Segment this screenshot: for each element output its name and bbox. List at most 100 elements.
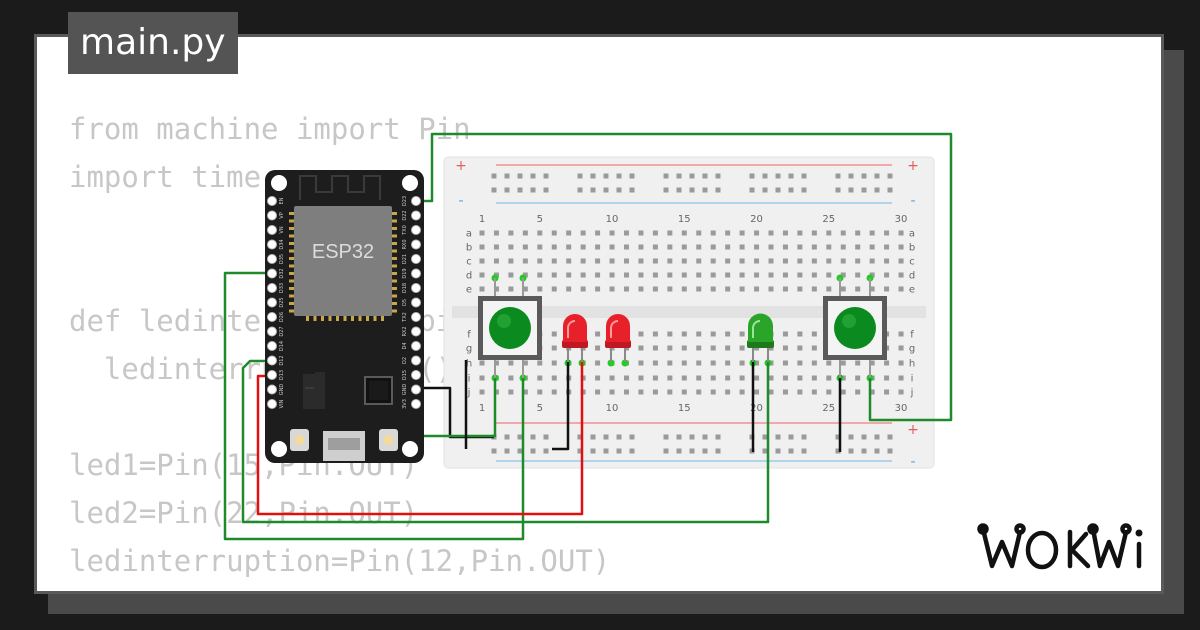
breadboard-hole[interactable] (551, 360, 557, 366)
rail-hole[interactable] (491, 187, 497, 193)
rail-hole[interactable] (663, 434, 669, 440)
breadboard-hole[interactable] (855, 389, 861, 395)
breadboard-hole[interactable] (551, 331, 557, 337)
breadboard-hole[interactable] (739, 345, 745, 351)
esp32-pin[interactable] (267, 297, 277, 308)
rail-hole[interactable] (715, 434, 721, 440)
rail-hole[interactable] (801, 448, 807, 454)
rail-hole[interactable] (887, 434, 893, 440)
breadboard-hole[interactable] (580, 258, 586, 264)
breadboard-hole[interactable] (840, 389, 846, 395)
breadboard-hole[interactable] (493, 244, 499, 250)
breadboard-hole[interactable] (840, 258, 846, 264)
breadboard-hole[interactable] (667, 272, 673, 278)
breadboard-hole[interactable] (609, 389, 615, 395)
button-cap[interactable] (834, 307, 876, 349)
rail-hole[interactable] (491, 173, 497, 179)
breadboard-hole[interactable] (710, 286, 716, 292)
breadboard-hole[interactable] (811, 286, 817, 292)
rail-hole[interactable] (887, 173, 893, 179)
breadboard-hole[interactable] (840, 286, 846, 292)
breadboard-hole[interactable] (710, 375, 716, 381)
breadboard-hole[interactable] (667, 230, 673, 236)
breadboard-hole[interactable] (710, 389, 716, 395)
rail-hole[interactable] (590, 448, 596, 454)
rail-hole[interactable] (530, 434, 536, 440)
breadboard-hole[interactable] (566, 230, 572, 236)
breadboard-hole[interactable] (725, 258, 731, 264)
breadboard-hole[interactable] (595, 345, 601, 351)
breadboard-hole[interactable] (652, 375, 658, 381)
rail-hole[interactable] (603, 173, 609, 179)
breadboard-hole[interactable] (855, 244, 861, 250)
rail-hole[interactable] (616, 187, 622, 193)
breadboard-hole[interactable] (537, 360, 543, 366)
rail-hole[interactable] (530, 173, 536, 179)
rail-hole[interactable] (689, 187, 695, 193)
breadboard-hole[interactable] (797, 389, 803, 395)
breadboard-hole[interactable] (681, 258, 687, 264)
breadboard-hole[interactable] (855, 360, 861, 366)
breadboard-hole[interactable] (681, 375, 687, 381)
rail-hole[interactable] (689, 434, 695, 440)
esp32-pin[interactable] (267, 283, 277, 293)
breadboard-hole[interactable] (551, 375, 557, 381)
breadboard-hole[interactable] (667, 244, 673, 250)
breadboard-hole[interactable] (609, 244, 615, 250)
breadboard-hole[interactable] (667, 360, 673, 366)
rail-hole[interactable] (835, 173, 841, 179)
rail-hole[interactable] (801, 187, 807, 193)
button-cap[interactable] (489, 307, 531, 349)
breadboard-hole[interactable] (782, 360, 788, 366)
rail-hole[interactable] (835, 187, 841, 193)
esp32-pin[interactable] (267, 370, 277, 380)
breadboard-hole[interactable] (725, 345, 731, 351)
breadboard-hole[interactable] (681, 286, 687, 292)
breadboard-hole[interactable] (754, 272, 760, 278)
breadboard-hole[interactable] (638, 230, 644, 236)
breadboard-hole[interactable] (898, 360, 904, 366)
rail-hole[interactable] (504, 434, 510, 440)
rail-hole[interactable] (702, 434, 708, 440)
rail-hole[interactable] (577, 448, 583, 454)
esp32-pin[interactable] (411, 341, 421, 351)
breadboard-hole[interactable] (681, 389, 687, 395)
breadboard-hole[interactable] (855, 272, 861, 278)
breadboard-hole[interactable] (638, 389, 644, 395)
breadboard-hole[interactable] (667, 258, 673, 264)
breadboard-hole[interactable] (508, 375, 514, 381)
breadboard-hole[interactable] (725, 272, 731, 278)
breadboard-hole[interactable] (898, 286, 904, 292)
breadboard-hole[interactable] (898, 375, 904, 381)
breadboard-hole[interactable] (725, 360, 731, 366)
rail-hole[interactable] (775, 434, 781, 440)
breadboard-hole[interactable] (840, 230, 846, 236)
breadboard-hole[interactable] (754, 375, 760, 381)
breadboard-hole[interactable] (667, 375, 673, 381)
rail-hole[interactable] (517, 187, 523, 193)
esp32-pin[interactable] (411, 268, 421, 279)
led-red-1[interactable] (562, 314, 588, 362)
rail-hole[interactable] (775, 187, 781, 193)
breadboard-hole[interactable] (652, 345, 658, 351)
rail-hole[interactable] (702, 173, 708, 179)
breadboard-hole[interactable] (782, 272, 788, 278)
breadboard-hole[interactable] (797, 360, 803, 366)
breadboard-hole[interactable] (797, 375, 803, 381)
breadboard-hole[interactable] (493, 360, 499, 366)
rail-hole[interactable] (590, 434, 596, 440)
breadboard-hole[interactable] (768, 230, 774, 236)
breadboard-hole[interactable] (681, 345, 687, 351)
breadboard-hole[interactable] (580, 286, 586, 292)
breadboard-hole[interactable] (522, 272, 528, 278)
breadboard-hole[interactable] (710, 360, 716, 366)
breadboard-hole[interactable] (624, 375, 629, 381)
breadboard-hole[interactable] (551, 258, 557, 264)
breadboard-hole[interactable] (595, 286, 601, 292)
esp32-pin[interactable] (411, 297, 421, 308)
breadboard-hole[interactable] (508, 286, 514, 292)
breadboard-hole[interactable] (826, 375, 832, 381)
breadboard-hole[interactable] (869, 230, 875, 236)
breadboard-hole[interactable] (537, 272, 543, 278)
breadboard-hole[interactable] (782, 331, 788, 337)
